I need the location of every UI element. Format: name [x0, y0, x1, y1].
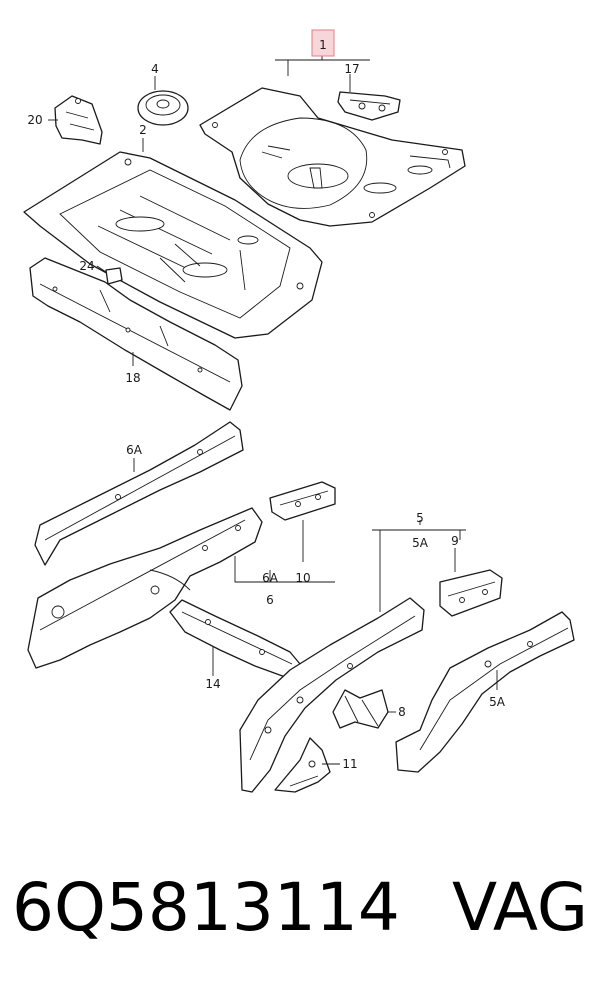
callout-17: 17 [344, 62, 359, 76]
bracket-20 [54, 95, 103, 145]
callout-8: 8 [398, 705, 406, 719]
callout-2: 2 [139, 123, 147, 137]
callout-5A-top: 5A [412, 536, 429, 550]
callout-6A-mid: 6A [262, 571, 279, 585]
longitudinal-assembly-6 [27, 507, 263, 669]
callout-labels: 1 4 17 20 2 24 18 6A 6A 10 6 14 5 5A 9 5… [27, 38, 505, 771]
parts-exploded-diagram: 1 4 17 20 2 24 18 6A 6A 10 6 14 5 5A 9 5… [23, 29, 575, 793]
bracket-11 [274, 737, 331, 793]
callout-1: 1 [319, 38, 327, 52]
callout-10: 10 [295, 571, 310, 585]
bracket-10 [269, 481, 336, 521]
callout-5A-right: 5A [489, 695, 506, 709]
bracket-8 [332, 689, 389, 729]
callout-9: 9 [451, 534, 459, 548]
callout-4: 4 [151, 62, 159, 76]
rear-floor-pan [199, 87, 466, 227]
cross-member-14 [169, 599, 301, 679]
bracket-17 [337, 91, 401, 121]
front-floor-pan [23, 151, 323, 339]
grommet-4 [137, 90, 189, 126]
callout-14: 14 [205, 677, 220, 691]
highlight-box [311, 29, 335, 57]
rear-longitudinal-member-5A [395, 611, 575, 773]
callout-18: 18 [125, 371, 140, 385]
caption-bar: 6Q5813114 VAG [12, 852, 588, 962]
bracket-9 [439, 569, 503, 617]
bracket-24 [105, 267, 123, 285]
callout-11: 11 [342, 757, 357, 771]
callout-6: 6 [266, 593, 274, 607]
callout-24: 24 [79, 259, 94, 273]
rear-longitudinal-member-5 [239, 597, 425, 793]
rocker-sill-18 [29, 257, 243, 411]
part-number: 6Q5813114 [12, 868, 400, 946]
longitudinal-member-6A [34, 421, 244, 566]
callout-20: 20 [27, 113, 42, 127]
callout-6A-top: 6A [126, 443, 143, 457]
brand-name: VAG [451, 868, 588, 946]
callout-5: 5 [416, 511, 424, 525]
